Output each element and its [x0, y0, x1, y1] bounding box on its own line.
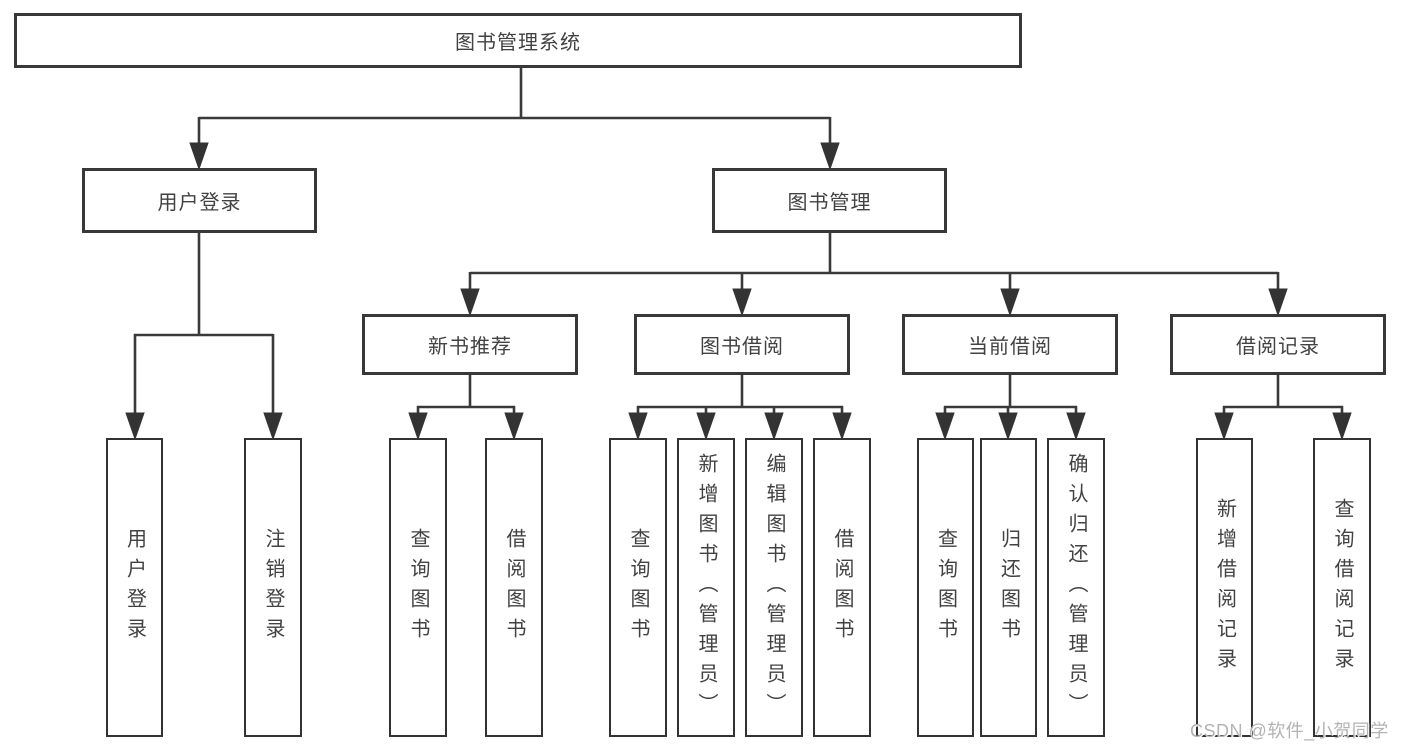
- leaf-records-query-record-label: 查询借阅记录: [1331, 497, 1353, 678]
- node-new-book-recommend-label: 新书推荐: [428, 336, 512, 358]
- leaf-borrow-borrow-book: 借阅图书: [813, 438, 871, 737]
- node-current-borrow-label: 当前借阅: [968, 336, 1052, 358]
- connector-borrow-records-fork: [1214, 375, 1352, 441]
- node-root: 图书管理系统: [14, 13, 1022, 68]
- node-book-management: 图书管理: [712, 168, 947, 233]
- node-user-login-branch: 用户登录: [82, 168, 317, 233]
- watermark: CSDN @软件_小贺同学: [1190, 721, 1389, 741]
- leaf-recommend-query-book: 查询图书: [389, 438, 447, 737]
- leaf-borrow-query-book-label: 查询图书: [627, 527, 649, 648]
- node-borrow-records-label: 借阅记录: [1236, 336, 1320, 358]
- connector-new-book-fork: [408, 375, 524, 441]
- leaf-user-login-label: 用户登录: [123, 527, 146, 648]
- connector-user-login-fork: [125, 233, 283, 441]
- node-current-borrow: 当前借阅: [902, 314, 1118, 375]
- leaf-current-return-book: 归还图书: [980, 438, 1037, 737]
- leaf-records-query-record: 查询借阅记录: [1313, 438, 1371, 737]
- leaf-current-query-book-label: 查询图书: [934, 527, 957, 648]
- leaf-borrow-query-book: 查询图书: [609, 438, 667, 737]
- connector-book-mgmt-to-groups: [460, 233, 1288, 317]
- node-user-login-branch-label: 用户登录: [157, 192, 242, 214]
- leaf-borrow-borrow-book-label: 借阅图书: [831, 527, 853, 648]
- node-root-label: 图书管理系统: [455, 32, 581, 54]
- leaf-user-login: 用户登录: [106, 438, 163, 737]
- connector-current-borrow-fork: [935, 375, 1086, 441]
- leaf-borrow-add-book-admin: 新增图书（管理员）: [677, 438, 735, 737]
- node-new-book-recommend: 新书推荐: [362, 314, 578, 375]
- leaf-current-confirm-return-admin-label: 确认归还（管理员）: [1065, 452, 1087, 723]
- leaf-records-add-record: 新增借阅记录: [1196, 438, 1253, 737]
- node-book-management-label: 图书管理: [787, 192, 872, 214]
- leaf-logout-label: 注销登录: [262, 527, 284, 648]
- node-book-borrow-label: 图书借阅: [700, 336, 784, 358]
- leaf-borrow-edit-book-admin: 编辑图书（管理员）: [745, 438, 803, 737]
- leaf-logout: 注销登录: [244, 438, 302, 737]
- leaf-recommend-query-book-label: 查询图书: [407, 527, 429, 648]
- leaf-current-return-book-label: 归还图书: [997, 527, 1020, 648]
- leaf-records-add-record-label: 新增借阅记录: [1213, 497, 1236, 678]
- leaf-borrow-edit-book-admin-label: 编辑图书（管理员）: [763, 452, 785, 723]
- leaf-current-confirm-return-admin: 确认归还（管理员）: [1047, 438, 1105, 737]
- node-book-borrow: 图书借阅: [634, 314, 850, 375]
- leaf-recommend-borrow-book: 借阅图书: [485, 438, 543, 737]
- connector-book-borrow-fork: [628, 375, 852, 441]
- leaf-recommend-borrow-book-label: 借阅图书: [503, 527, 525, 648]
- node-borrow-records: 借阅记录: [1170, 314, 1386, 375]
- leaf-borrow-add-book-admin-label: 新增图书（管理员）: [695, 452, 717, 723]
- leaf-current-query-book: 查询图书: [917, 438, 974, 737]
- connector-root-to-level2: [189, 68, 840, 171]
